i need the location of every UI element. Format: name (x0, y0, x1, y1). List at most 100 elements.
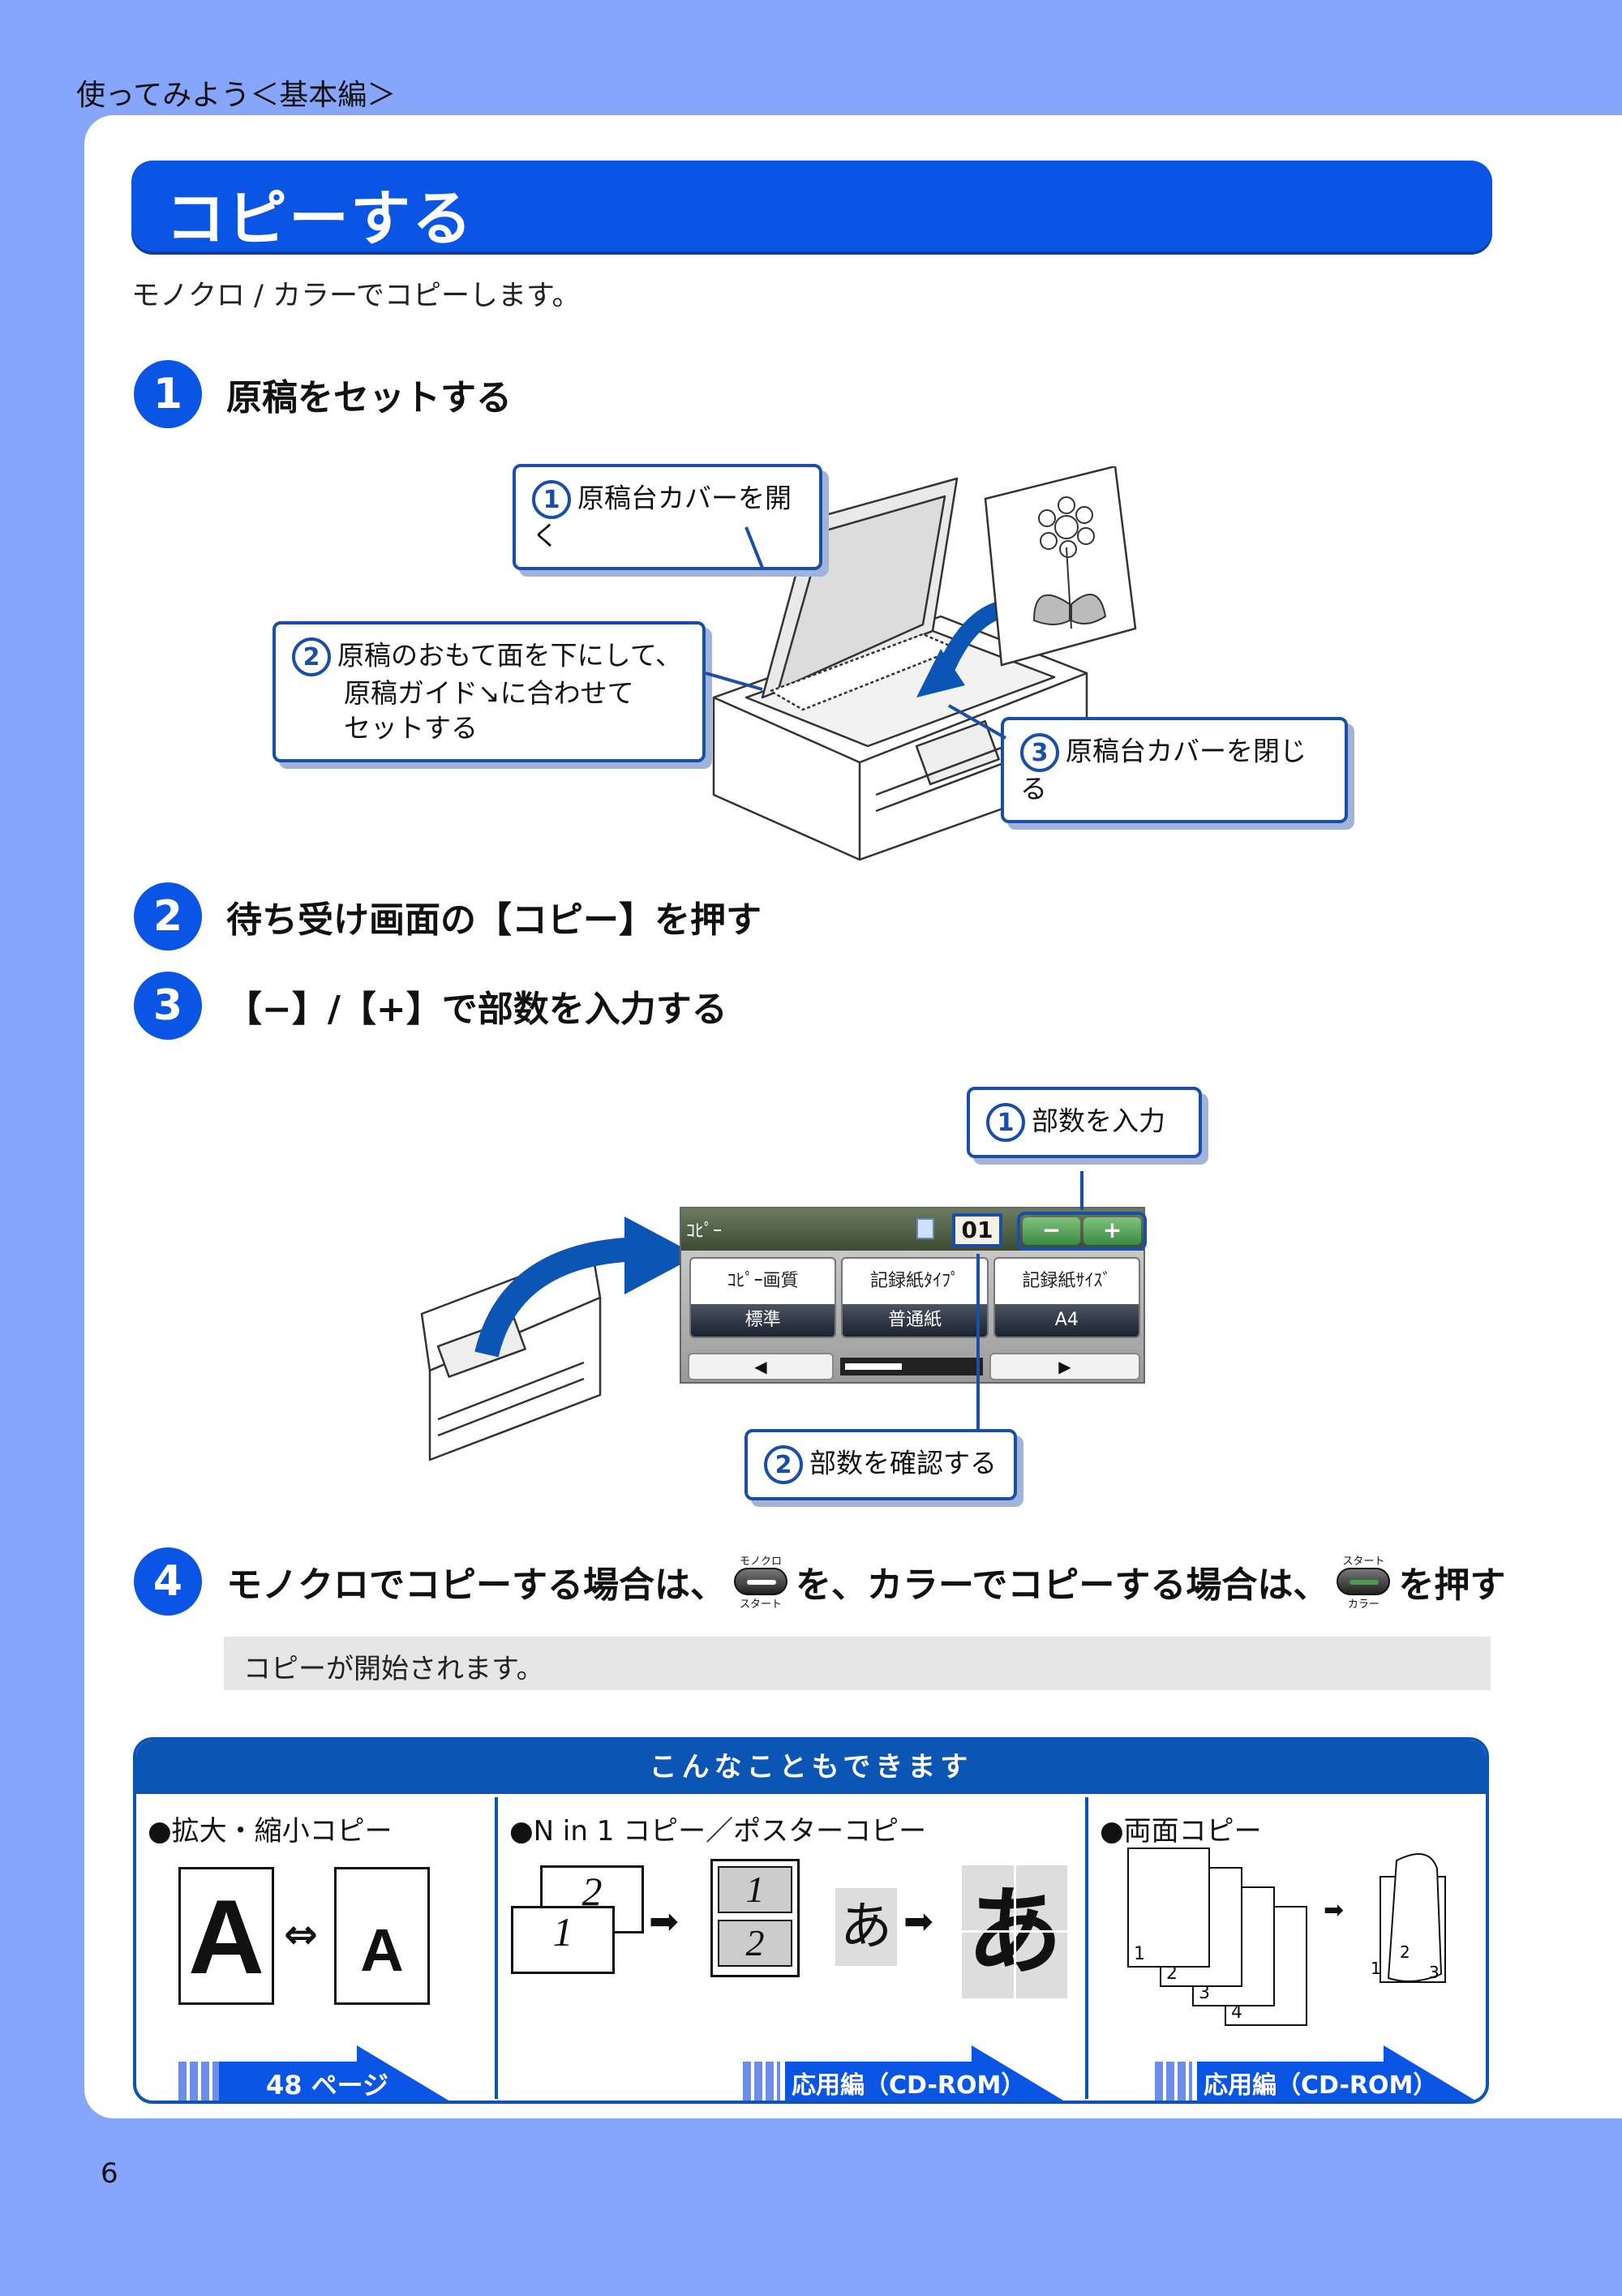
title-bar: コピーする (131, 161, 1492, 254)
kana-letter: あ (840, 1897, 892, 1957)
feature-title: ●N in 1 コピー／ポスターコピー (509, 1815, 927, 1848)
arrow-right-icon: ➡ (649, 1901, 679, 1942)
reference-text: 48 ページ (266, 2070, 389, 2101)
page-number-label: 1 (1134, 1944, 1145, 1964)
step-number: 3 (134, 972, 202, 1040)
callout-number: 3 (1020, 733, 1059, 772)
arrow-to-lcd (624, 1217, 697, 1294)
plus-button[interactable]: + (1083, 1217, 1141, 1245)
features-panel: こんなこともできます ●拡大・縮小コピー A ⇔ A 48 ページ ●N in … (133, 1737, 1489, 2104)
arrow-right-icon: ➡ (903, 1901, 933, 1942)
step-text-part: を押す (1398, 1564, 1506, 1606)
original-document-illustration (984, 466, 1137, 667)
lcd-option-buttons: ｺﾋﾟｰ画質 標準 記録紙ﾀｲﾌﾟ 普通紙 記録紙ｻｲｽﾞ A4 (689, 1257, 1140, 1338)
reference-link-cdrom-2[interactable]: 応用編（CD-ROM） (1155, 2045, 1479, 2101)
lcd-panel: ｺﾋﾟｰ 01 − + ｺﾋﾟｰ画質 標準 記録紙ﾀｲﾌﾟ 普通紙 記録紙ｻｲｽ… (680, 1207, 1147, 1384)
page-number: 6 (101, 2157, 118, 2190)
step-2: 2 待ち受け画面の【コピー】を押す (134, 882, 762, 951)
duplex-sheet-illustration: 1 2 3 (1371, 1853, 1446, 1983)
step-text: 【−】/【+】で部数を入力する (226, 989, 727, 1030)
step-text-part: を、カラーでコピーする場合は、 (796, 1564, 1329, 1606)
printer-panel-illustration (420, 1237, 650, 1461)
feature-nin1-poster: ●N in 1 コピー／ポスターコピー 2 1 ➡ 1 2 あ ➡ あ 応用編（… (495, 1797, 1085, 2101)
step-text: モノクロでコピーする場合は、 モノクロ スタート を、カラーでコピーする場合は、… (226, 1552, 1505, 1611)
large-letter-box: A (178, 1867, 274, 2005)
callout-leader-lines (705, 526, 1006, 740)
combined-page-1: 1 (718, 1866, 792, 1913)
scroll-left-button[interactable]: ◀ (688, 1353, 834, 1380)
large-letter: A (188, 1878, 264, 1996)
button-caption: カラー (1347, 1599, 1380, 1611)
callout-number: 1 (986, 1103, 1025, 1142)
callout-number: 2 (764, 1445, 803, 1484)
small-letter-box: A (334, 1867, 430, 2005)
combined-sheet: 1 2 (710, 1859, 800, 1977)
color-start-icon (1337, 1568, 1391, 1595)
arrow-right-icon: ➡ (1324, 1896, 1345, 1925)
feature-duplex: ●両面コピー 4 3 2 1 ➡ 1 2 3 応用編（CD-ROM） (1085, 1797, 1486, 2101)
feature-title: ●拡大・縮小コピー (148, 1815, 393, 1848)
reference-text: 応用編（CD-ROM） (792, 2071, 1026, 2100)
callout-text: セットする (344, 711, 478, 744)
step-4: 4 モノクロでコピーする場合は、 モノクロ スタート を、カラーでコピーする場合… (134, 1547, 1505, 1616)
callout-text: 部数を確認する (809, 1447, 997, 1479)
step-3: 3 【−】/【+】で部数を入力する (134, 972, 727, 1040)
feature-enlarge-reduce: ●拡大・縮小コピー A ⇔ A 48 ページ (136, 1797, 495, 2101)
page-number-label: 3 (1199, 1983, 1210, 2003)
button-label: ｺﾋﾟｰ画質 (727, 1271, 799, 1291)
callout-number: 2 (292, 637, 331, 676)
step-number: 4 (134, 1547, 202, 1616)
callout-text: 部数を入力 (1032, 1105, 1165, 1137)
button-caption: スタート (739, 1599, 782, 1611)
page-number-label: 4 (1231, 2002, 1242, 2023)
mono-start-icon (734, 1568, 787, 1595)
step-text: 待ち受け画面の【コピー】を押す (226, 899, 762, 941)
step-1: 1 原稿をセットする (134, 360, 512, 428)
color-start-button: スタート カラー (1337, 1552, 1391, 1611)
copy-count-display: 01 (952, 1213, 1002, 1247)
reference-text: 応用編（CD-ROM） (1204, 2071, 1438, 2100)
kana-small-box: あ (835, 1888, 897, 1966)
page-title: コピーする (165, 184, 474, 254)
scroll-right-button[interactable]: ▶ (989, 1353, 1140, 1380)
page-1-sheet: 1 (511, 1906, 615, 1974)
combined-page-2: 2 (718, 1920, 792, 1967)
button-caption: スタート (1342, 1556, 1385, 1568)
reference-link-48[interactable]: 48 ページ (178, 2045, 454, 2101)
callout-text: 原稿台カバーを開く (532, 482, 792, 552)
double-arrow-icon: ⇔ (284, 1911, 318, 1958)
minus-button[interactable]: − (1023, 1217, 1080, 1245)
copy-count-value: 01 (961, 1217, 993, 1243)
callout-text: 原稿のおもて面を下にして、 (337, 639, 683, 672)
svg-text:1: 1 (1371, 1959, 1381, 1978)
copy-quality-button[interactable]: ｺﾋﾟｰ画質 標準 (689, 1257, 837, 1338)
callout-text: 原稿台カバーを閉じる (1020, 735, 1307, 805)
button-caption: モノクロ (739, 1556, 782, 1568)
reference-link-cdrom-1[interactable]: 応用編（CD-ROM） (743, 2045, 1067, 2101)
kana-poster-box: あ (962, 1865, 1067, 1998)
document-icon (916, 1218, 934, 1239)
button-label: 記録紙ｻｲｽﾞ (1022, 1271, 1112, 1291)
header-label: 使ってみよう＜基本編＞ (76, 79, 397, 112)
step-text-part: モノクロでコピーする場合は、 (226, 1564, 726, 1606)
button-value: 標準 (691, 1304, 835, 1337)
button-label: 記録紙ﾀｲﾌﾟ (869, 1271, 959, 1291)
small-letter: A (360, 1916, 404, 1984)
step-number: 2 (134, 882, 202, 951)
lcd-title: ｺﾋﾟｰ (686, 1221, 723, 1242)
button-value: 普通紙 (843, 1304, 987, 1337)
paper-size-button[interactable]: 記録紙ｻｲｽﾞ A4 (993, 1257, 1140, 1338)
button-value: A4 (994, 1304, 1139, 1337)
svg-text:2: 2 (1400, 1942, 1410, 1962)
lcd-scrollbar[interactable] (840, 1358, 983, 1375)
page-sheet-1: 1 (1127, 1848, 1210, 1968)
callout-number: 1 (532, 480, 571, 519)
paper-type-button[interactable]: 記録紙ﾀｲﾌﾟ 普通紙 (841, 1257, 989, 1338)
count-buttons-group: − + (1017, 1212, 1147, 1251)
notice-box: コピーが開始されます。 (224, 1637, 1491, 1690)
features-heading: こんなこともできます (136, 1740, 1486, 1794)
